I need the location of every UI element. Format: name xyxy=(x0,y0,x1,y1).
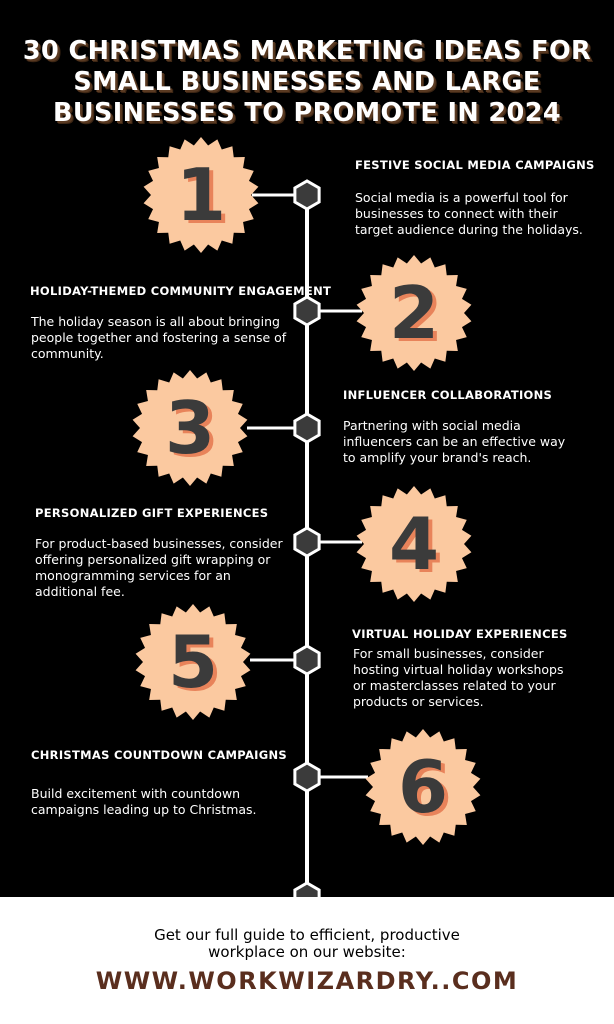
item-title-6: CHRISTMAS COUNTDOWN CAMPAIGNS xyxy=(31,748,287,762)
item-title-5: VIRTUAL HOLIDAY EXPERIENCES xyxy=(352,627,568,641)
page-title: 30 CHRISTMAS MARKETING IDEAS FOR SMALL B… xyxy=(22,36,592,128)
number-badge-4: 4 xyxy=(354,484,474,604)
number-2: 2 xyxy=(388,271,440,355)
burst-shape xyxy=(143,137,259,253)
item-text-3: Partnering with social media influencers… xyxy=(343,418,566,465)
item-text-5: For small businesses, consider hosting v… xyxy=(353,646,564,709)
burst-polygon xyxy=(135,604,251,720)
item-text-2: The holiday season is all about bringing… xyxy=(31,314,287,361)
burst-polygon xyxy=(132,370,248,486)
timeline-node-1 xyxy=(293,179,321,211)
item-title-1: FESTIVE SOCIAL MEDIA CAMPAIGNS xyxy=(355,158,595,172)
number-5: 5 xyxy=(167,620,219,704)
item-text-1: Social media is a powerful tool for busi… xyxy=(355,190,583,237)
number-badge-6: 6 xyxy=(363,727,483,847)
website-link[interactable]: WWW.WORKWIZARDRY..COM xyxy=(95,967,519,995)
item-title-2: HOLIDAY-THEMED COMMUNITY ENGAGEMENT xyxy=(30,284,332,298)
burst-shape xyxy=(365,729,481,845)
burst-polygon xyxy=(356,486,472,602)
number-badge-5: 5 xyxy=(133,602,253,722)
timeline-node-5 xyxy=(293,644,321,676)
burst-shape xyxy=(132,370,248,486)
burst-shape xyxy=(356,255,472,371)
number-4: 4 xyxy=(388,502,440,586)
footer-text: Get our full guide to efficient, product… xyxy=(154,926,460,961)
burst-polygon xyxy=(143,137,259,253)
number-3: 3 xyxy=(164,386,216,470)
footer: Get our full guide to efficient, product… xyxy=(0,897,614,1024)
item-text-4: For product-based businesses, consider o… xyxy=(35,536,283,599)
number-1: 1 xyxy=(175,153,227,237)
item-title-4: PERSONALIZED GIFT EXPERIENCES xyxy=(35,506,269,520)
item-title-3: INFLUENCER COLLABORATIONS xyxy=(343,388,553,402)
number-badge-2: 2 xyxy=(354,253,474,373)
burst-polygon xyxy=(365,729,481,845)
number-badge-1: 1 xyxy=(141,135,261,255)
number-6: 6 xyxy=(397,745,449,829)
burst-shape xyxy=(356,486,472,602)
burst-polygon xyxy=(356,255,472,371)
number-badge-3: 3 xyxy=(130,368,250,488)
item-text-6: Build excitement with countdown campaign… xyxy=(31,786,257,817)
timeline-node-3 xyxy=(293,412,321,444)
timeline-node-2 xyxy=(293,295,321,327)
timeline-node-4 xyxy=(293,526,321,558)
burst-shape xyxy=(135,604,251,720)
